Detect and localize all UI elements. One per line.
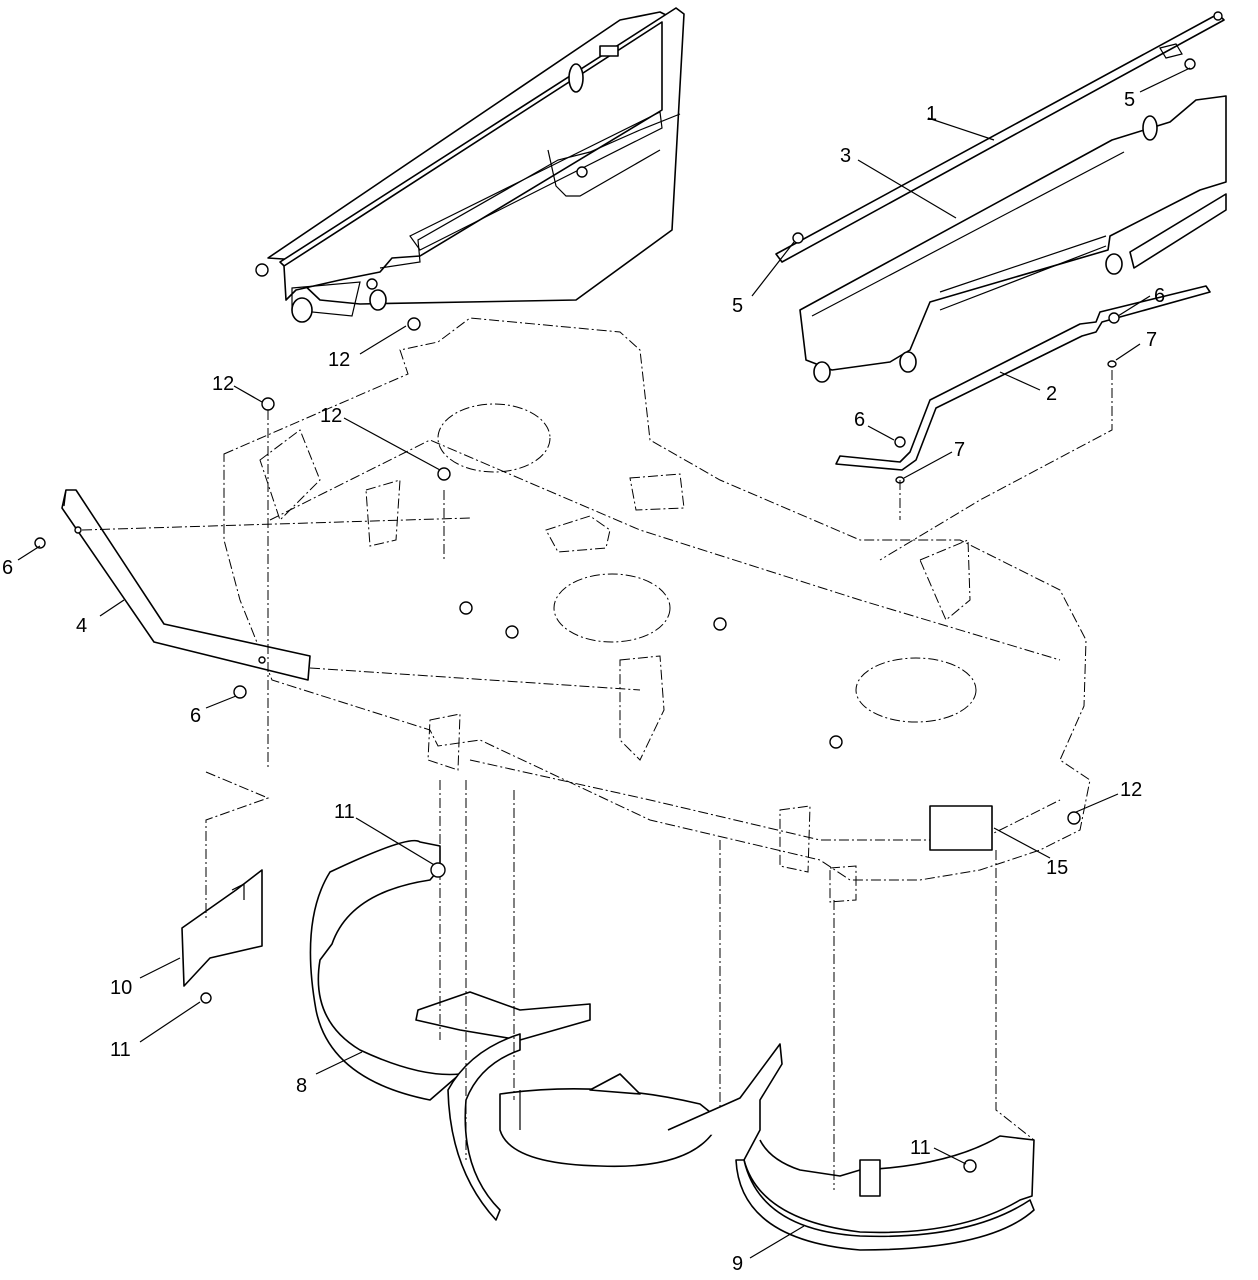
- callout-7-right: 7: [1146, 329, 1157, 351]
- callout-12-top: 12: [328, 349, 350, 371]
- callout-7-left: 7: [954, 439, 965, 461]
- callout-4: 4: [76, 615, 87, 637]
- lift-assembly-left: [255, 7, 685, 323]
- callout-11-baffle-top: 11: [334, 801, 355, 823]
- stabilizer-bar-4: [34, 489, 641, 699]
- baffle-center: [447, 1033, 721, 1221]
- callout-9: 9: [732, 1253, 743, 1275]
- decal-15: [929, 805, 993, 851]
- deck-hardware: [261, 317, 1081, 878]
- callout-2: 2: [1046, 383, 1057, 405]
- baffle-10: [181, 869, 263, 1004]
- assembly-lines: [205, 370, 1113, 1190]
- callout-6-stabilizer-mid: 6: [190, 705, 201, 727]
- callout-6-stabilizer-end: 6: [2, 557, 13, 579]
- callout-6-rod-right: 6: [1154, 285, 1165, 307]
- callout-11-baffle-left: 11: [110, 1039, 131, 1061]
- lift-assembly-right: [775, 11, 1227, 484]
- callout-11-baffle-right: 11: [910, 1137, 931, 1159]
- callout-12-center: 12: [320, 405, 342, 427]
- callout-5-top: 5: [1124, 89, 1135, 111]
- deck-lift-bracket-3: [799, 95, 1227, 371]
- callout-12-right: 12: [1120, 779, 1142, 801]
- callout-labels: 1 2 3 4 5 5 6 6 6 6 7 7 8 9 10 11 11 11 …: [2, 89, 1165, 1275]
- callout-leaders: [17, 67, 1191, 1259]
- callout-6-rod-left: 6: [854, 409, 865, 431]
- callout-5-left: 5: [732, 295, 743, 317]
- lift-rod-2: [835, 285, 1211, 471]
- callout-1: 1: [926, 103, 937, 125]
- callout-10: 10: [110, 977, 132, 999]
- baffle-9: [667, 1043, 1035, 1251]
- callout-15: 15: [1046, 857, 1068, 879]
- baffle-8: [309, 839, 591, 1101]
- callout-8: 8: [296, 1075, 307, 1097]
- mower-deck-phantom: [223, 317, 1091, 903]
- callout-3: 3: [840, 145, 851, 167]
- callout-12-left: 12: [212, 373, 234, 395]
